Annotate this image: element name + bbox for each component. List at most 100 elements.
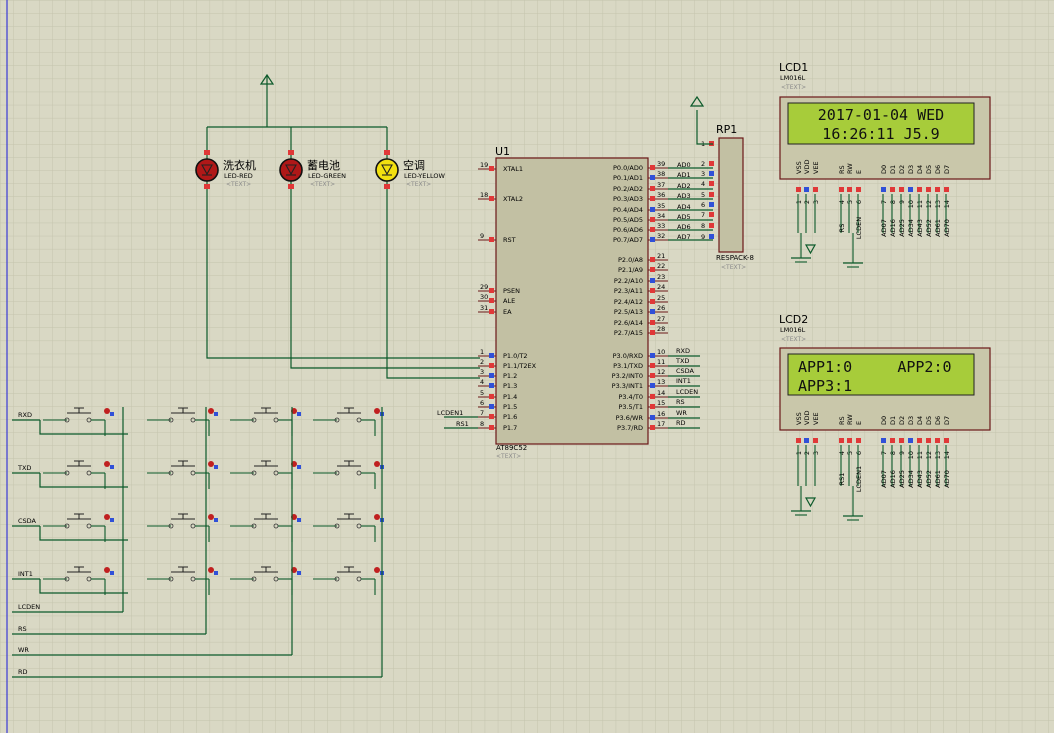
lcd-pin-num: 9 — [898, 451, 906, 455]
u1-pin-name: P0.0/AD0 — [613, 164, 643, 172]
u1-pin-name: P0.7/AD7 — [613, 236, 643, 244]
key-button[interactable] — [147, 513, 218, 542]
rp1-body[interactable] — [718, 137, 744, 253]
pushbutton-icon — [254, 407, 278, 414]
u1-pin-num: 21 — [657, 252, 665, 260]
lcd2-pins: VSS1VDD2VEE3RS4RW5E6D07D18D29D310D411D51… — [791, 411, 951, 521]
lcd-net-label: AD16 — [889, 470, 897, 488]
u1-pin-marker — [650, 257, 655, 262]
u1-pin-marker — [489, 196, 494, 201]
u1-pin-marker — [489, 363, 494, 368]
rp1-pin-num: 8 — [701, 222, 705, 230]
u1-pin-name: RST — [503, 236, 516, 244]
key-probe-icon — [208, 567, 214, 573]
lcd-pin-name: D4 — [916, 416, 924, 425]
rp1-part: RESPACK-8 — [716, 254, 754, 262]
u1-pin-num: 4 — [480, 378, 484, 386]
rp1-pin-marker — [709, 212, 714, 217]
lcd-net-label: AD34 — [907, 470, 915, 488]
lcd-pin-marker — [847, 438, 852, 443]
lcd-pin-name: D5 — [925, 165, 933, 174]
key-button[interactable] — [147, 566, 218, 595]
u1-pin-marker — [650, 383, 655, 388]
lcd-pin-name: D7 — [943, 416, 951, 425]
u1-pin-name: P3.5/T1 — [618, 403, 643, 411]
lcd-pin-name: VSS — [795, 412, 803, 425]
bus-label: RS — [18, 625, 27, 633]
lcd2-screen — [787, 353, 975, 396]
key-button[interactable] — [43, 513, 114, 542]
u1-pin-name: P1.7 — [503, 424, 517, 432]
key-button[interactable] — [230, 407, 301, 436]
rp1-pin-num: 2 — [701, 160, 705, 168]
lcd-pin-num: 6 — [855, 451, 863, 455]
net-label: LCDEN1 — [437, 409, 463, 417]
led-icon[interactable] — [279, 158, 303, 182]
pushbutton-icon — [171, 513, 195, 520]
u1-pin-marker — [650, 330, 655, 335]
lcd-pin-marker — [881, 438, 886, 443]
u1-pin-num: 18 — [480, 191, 488, 199]
lcd1-component[interactable]: LCD1 LM016L <TEXT> 2017-01-04 WED 16:26:… — [779, 61, 991, 268]
diode-icon — [381, 164, 393, 176]
vee-arrow-icon — [804, 497, 817, 508]
u1-pin-num: 34 — [657, 212, 665, 220]
net-label: AD2 — [677, 182, 691, 190]
key-button[interactable] — [313, 460, 384, 489]
u1-pin-marker — [650, 278, 655, 283]
u1-pin-name: P2.1/A9 — [618, 266, 643, 274]
u1-pin-marker — [650, 309, 655, 314]
u1-pin-num: 23 — [657, 273, 665, 281]
key-button[interactable] — [43, 460, 114, 489]
key-button[interactable] — [230, 513, 301, 542]
lcd-pin-num: 1 — [795, 200, 803, 204]
lcd-net-label: AD16 — [889, 219, 897, 237]
u1-body[interactable] — [495, 157, 649, 445]
lcd-pin-marker — [935, 438, 940, 443]
lcd-net-label: AD61 — [934, 470, 942, 488]
key-button[interactable] — [43, 566, 114, 595]
lcd-pin-name: D2 — [898, 416, 906, 425]
lcd-pin-num: 2 — [803, 451, 811, 455]
lcd-pin-num: 13 — [934, 200, 942, 208]
led-part: LED-YELLOW — [404, 172, 446, 180]
lcd1-ref: LCD1 — [779, 61, 808, 74]
pushbutton-icon — [171, 407, 195, 414]
lcd-pin-marker — [917, 438, 922, 443]
u1-pin-num: 24 — [657, 283, 665, 291]
u1-pin-num: 16 — [657, 410, 665, 418]
key-probe-icon — [374, 567, 380, 573]
led-icon[interactable] — [375, 158, 399, 182]
lcd-pin-num: 8 — [889, 451, 897, 455]
key-button[interactable] — [43, 407, 114, 436]
lcd-net-label: AD61 — [934, 219, 942, 237]
u1-pin-name: P0.6/AD6 — [613, 226, 643, 234]
lcd-pin-name: D1 — [889, 165, 897, 174]
lcd2-component[interactable]: LCD2 LM016L <TEXT> APP1:0 APP2:0 APP3:1 … — [779, 313, 991, 521]
keypad-row-label: INT1 — [18, 570, 33, 578]
led-icon[interactable] — [195, 158, 219, 182]
led-pin — [384, 150, 390, 155]
lcd2-text: <TEXT> — [781, 336, 806, 343]
key-button[interactable] — [147, 407, 218, 436]
lcd-pin-marker — [796, 438, 801, 443]
lcd-pin-num: 2 — [803, 200, 811, 204]
u1-pin-marker — [489, 298, 494, 303]
lcd-pin-marker — [926, 187, 931, 192]
lcd-pin-num: 11 — [916, 200, 924, 208]
key-button[interactable] — [147, 460, 218, 489]
rp1-pin-marker — [709, 171, 714, 176]
u1-pin-name: P2.3/A11 — [614, 287, 643, 295]
diode-icon — [201, 164, 213, 176]
pushbutton-icon — [254, 513, 278, 520]
u1-pin-num: 39 — [657, 160, 665, 168]
u1-pin-marker — [650, 320, 655, 325]
led-pin — [204, 150, 210, 155]
rp1-pin-num: 7 — [701, 211, 705, 219]
